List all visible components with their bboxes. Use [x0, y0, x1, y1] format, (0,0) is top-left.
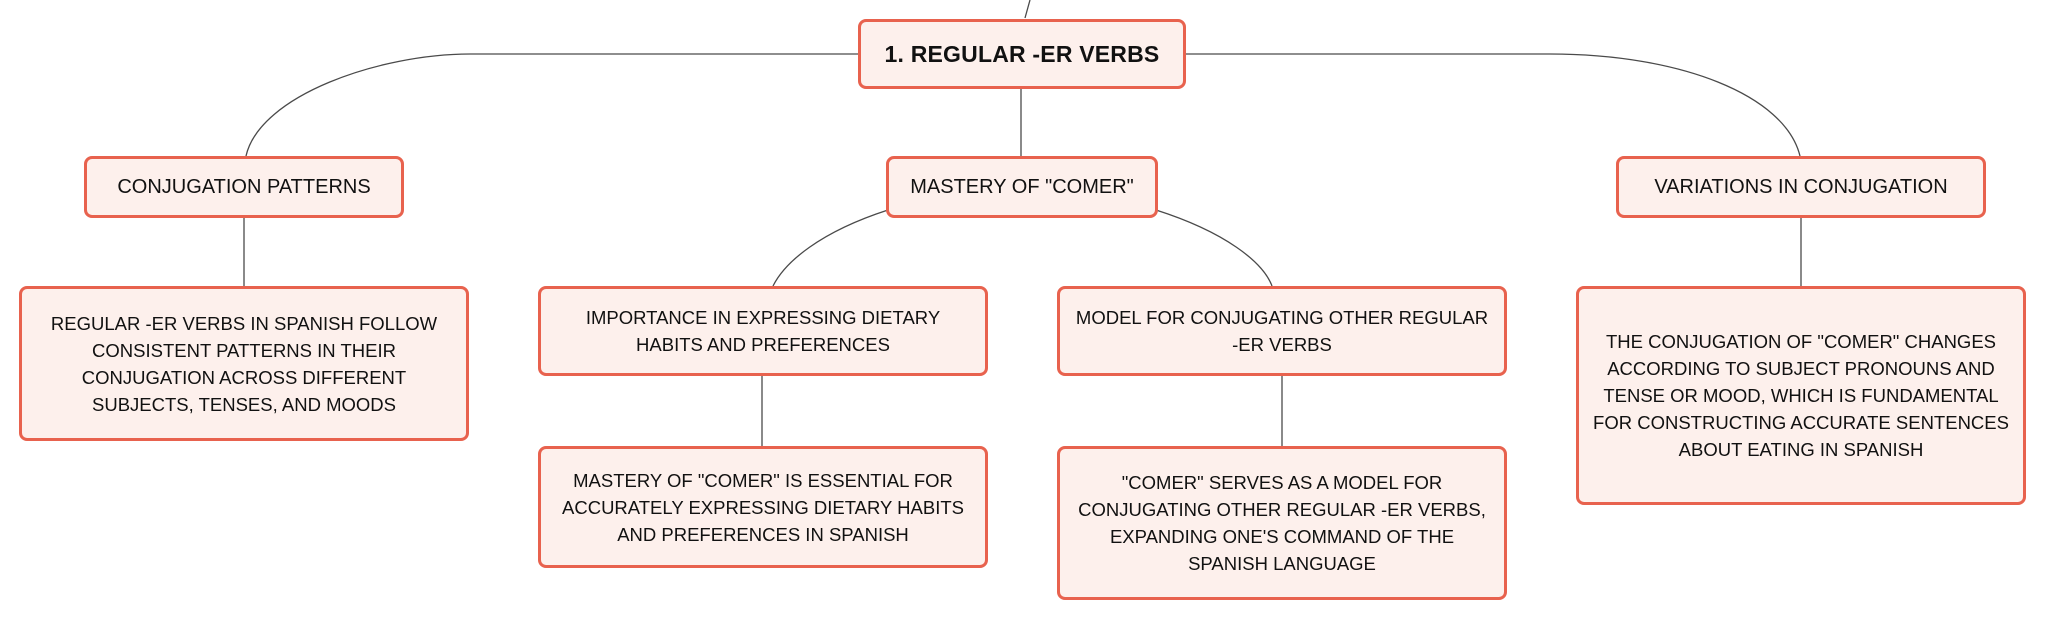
connector-mastery-to-importance: [772, 209, 889, 287]
topic-conjugation-patterns[interactable]: CONJUGATION PATTERNS: [84, 156, 404, 218]
subtopic-label: MASTERY OF "COMER" IS ESSENTIAL FOR ACCU…: [562, 469, 964, 545]
subtopic-patterns-description[interactable]: REGULAR -ER VERBS IN SPANISH FOLLOW CONS…: [19, 286, 469, 441]
root-label: 1. REGULAR -ER VERBS: [884, 40, 1160, 67]
subtopic-label: IMPORTANCE IN EXPRESSING DIETARY HABITS …: [585, 307, 941, 355]
connector-parent-to-root: [1024, 0, 1031, 19]
subtopic-label: "COMER" SERVES AS A MODEL FOR CONJUGATIN…: [1078, 472, 1486, 574]
subtopic-importance-description[interactable]: MASTERY OF "COMER" IS ESSENTIAL FOR ACCU…: [538, 446, 988, 568]
topic-label: MASTERY OF "COMER": [910, 175, 1134, 198]
topic-mastery-comer[interactable]: MASTERY OF "COMER": [886, 156, 1158, 218]
subtopic-label: THE CONJUGATION OF "COMER" CHANGES ACCOR…: [1593, 331, 2009, 460]
root-node[interactable]: 1. REGULAR -ER VERBS: [858, 19, 1186, 89]
topic-label: VARIATIONS IN CONJUGATION: [1654, 175, 1948, 198]
connector-root-to-conjugation-patterns: [245, 53, 861, 157]
subtopic-model-description[interactable]: "COMER" SERVES AS A MODEL FOR CONJUGATIN…: [1057, 446, 1507, 600]
topic-label: CONJUGATION PATTERNS: [117, 175, 371, 198]
topic-variations-in-conjugation[interactable]: VARIATIONS IN CONJUGATION: [1616, 156, 1986, 218]
subtopic-model[interactable]: MODEL FOR CONJUGATING OTHER REGULAR -ER …: [1057, 286, 1507, 376]
subtopic-variations-description[interactable]: THE CONJUGATION OF "COMER" CHANGES ACCOR…: [1576, 286, 2026, 505]
subtopic-importance[interactable]: IMPORTANCE IN EXPRESSING DIETARY HABITS …: [538, 286, 988, 376]
subtopic-label: REGULAR -ER VERBS IN SPANISH FOLLOW CONS…: [50, 312, 438, 415]
connector-mastery-to-model: [1155, 209, 1273, 287]
subtopic-label: MODEL FOR CONJUGATING OTHER REGULAR -ER …: [1075, 307, 1489, 355]
connector-root-to-variations: [1186, 53, 1801, 157]
